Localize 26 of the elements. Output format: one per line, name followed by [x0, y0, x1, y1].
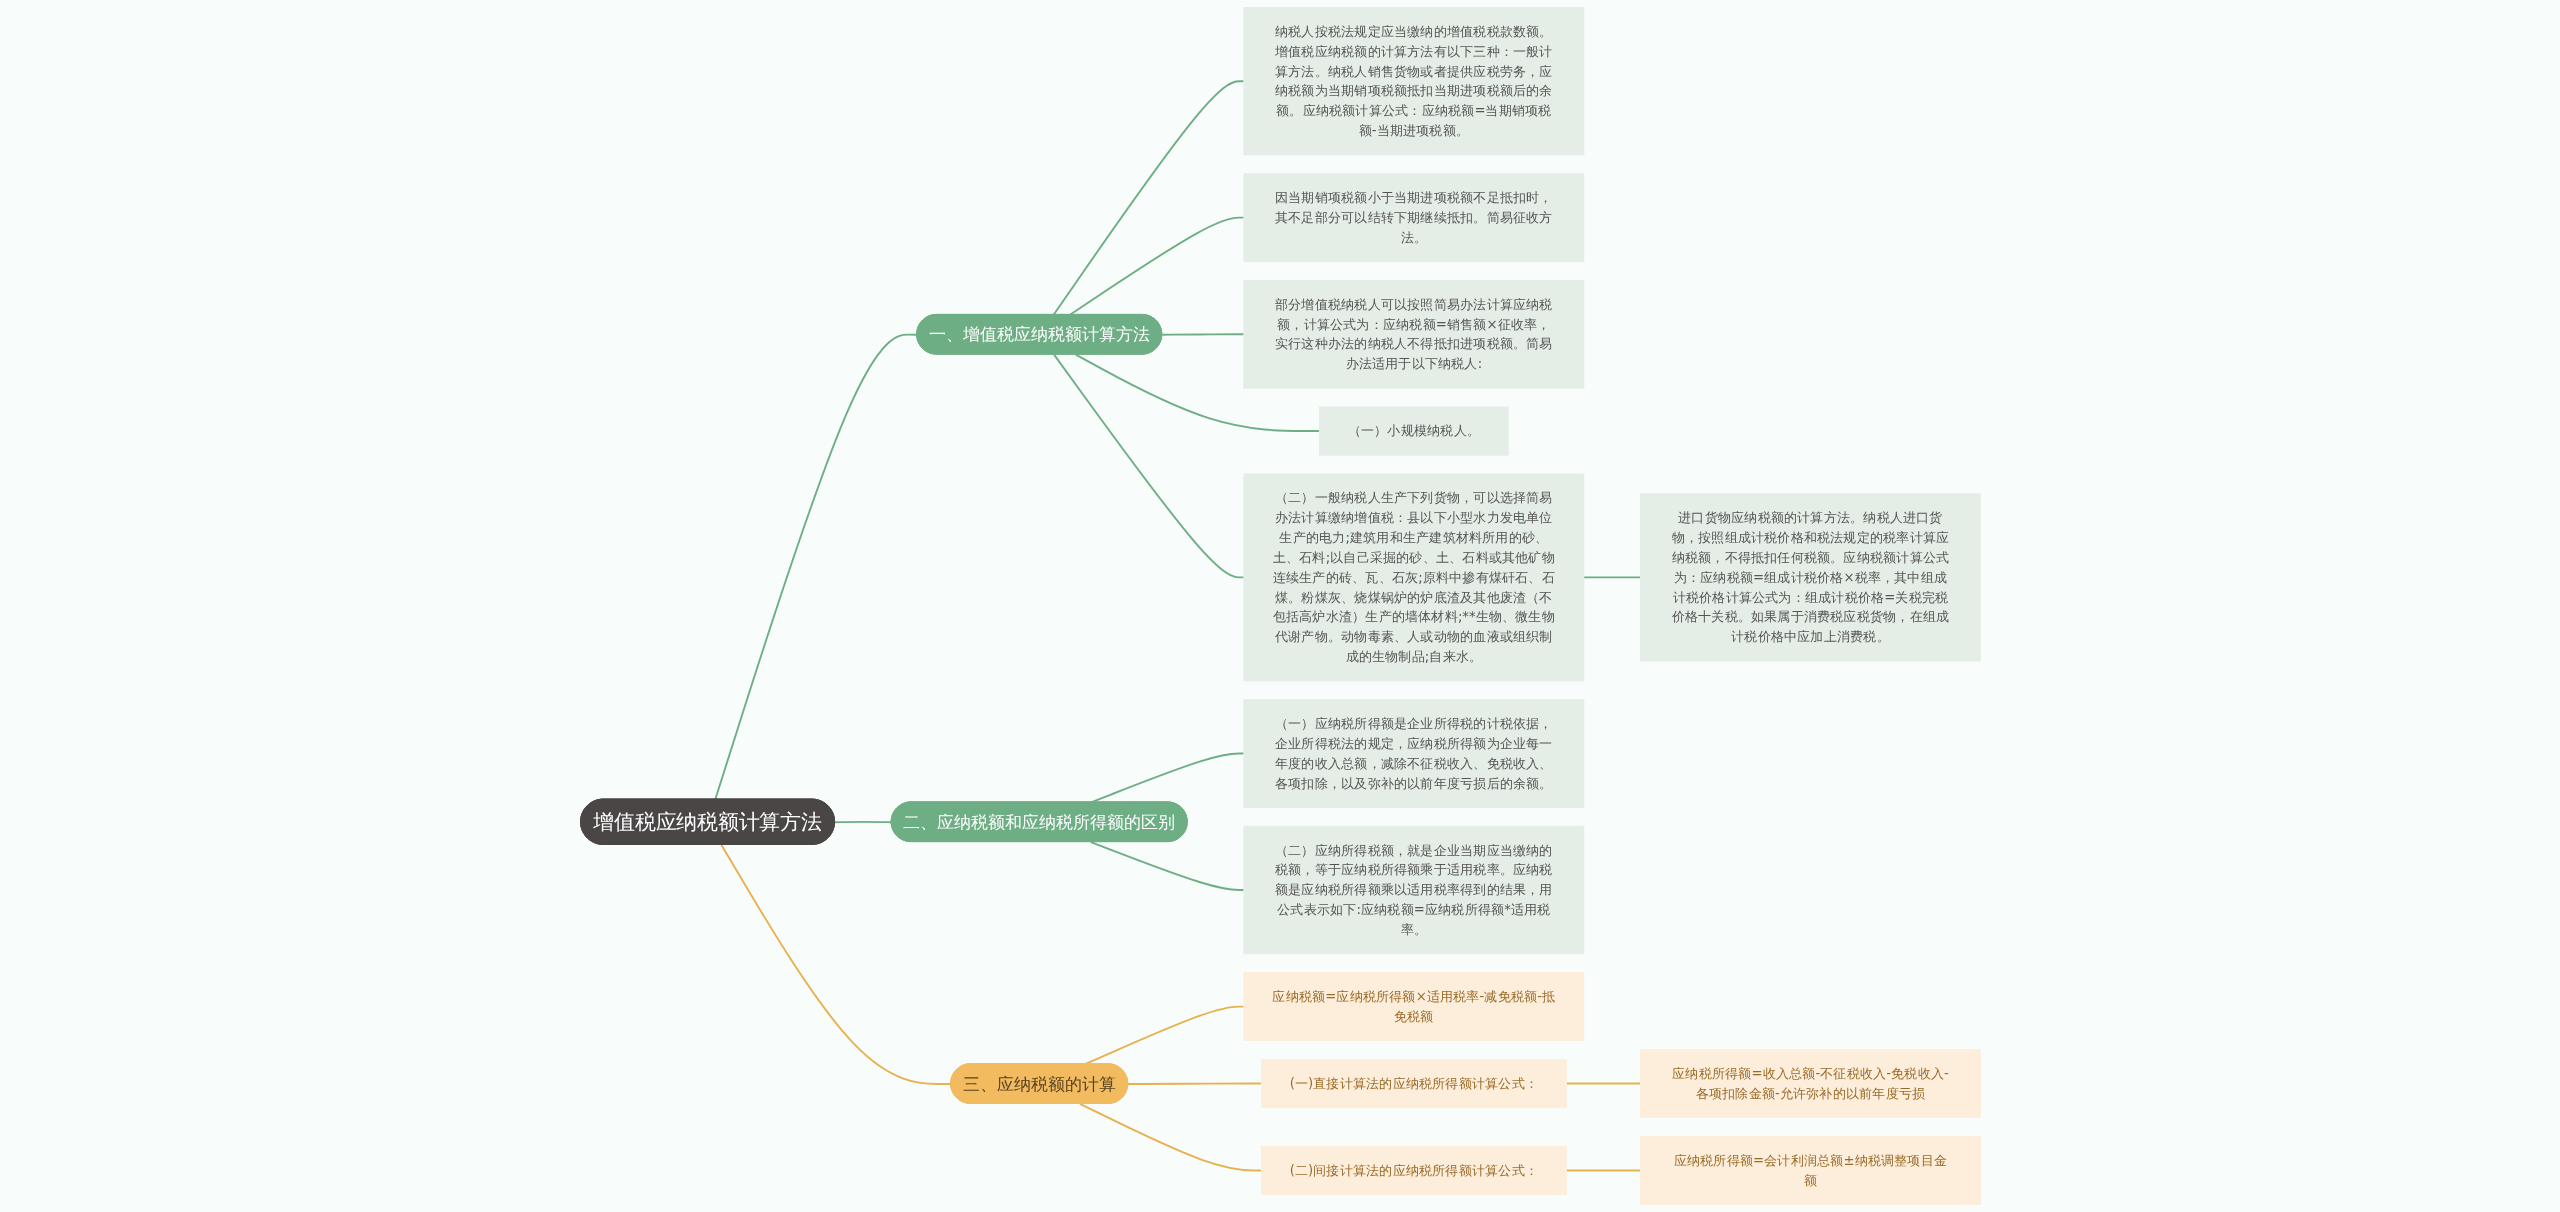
- node-box: 应纳税额=应纳税所得额×适用税率-减免税额-抵免税额: [1242, 972, 1584, 1042]
- connector: [1126, 1082, 1262, 1085]
- connector: [1564, 1082, 1641, 1085]
- connector: [720, 843, 952, 1085]
- node-box: (一)直接计算法的应纳税所得额计算公式：: [1260, 1059, 1567, 1109]
- node-box: 因当期销项税额小于当期进项税额不足抵扣时，其不足部分可以结转下期继续抵扣。简易征收方法。: [1242, 173, 1584, 263]
- connector: [713, 333, 918, 801]
- node-box: （二）应纳所得税额，就是企业当期应当缴纳的税额，等于应纳税所得额乘于适用税率。应纳税额是应纳税所得额乘以适用税率得到的结果，用公式表示如下:应纳税额=应纳税所得额*适用税率。: [1242, 825, 1584, 955]
- connector: [1160, 333, 1245, 336]
- connector: [1052, 80, 1245, 316]
- node-box: 进口货物应纳税额的计算方法。纳税人进口货物，按照组成计税价格和税法规定的税率计算应纳税额，不得抵扣任何税额。应纳税额计算公式为：应纳税额=组成计税价格×税率，其中组成计税价格计算公式为：组成计税价格=关税完税价格十关税。如果属于消费税应税货物，在组成计税价格中应加上消费税。: [1639, 493, 1981, 662]
- node-box: （二）一般纳税人生产下列货物，可以选择简易办法计算缴纳增值税：县以下小型水力发电单位生产的电力;建筑用和生产建筑材料所用的砂、土、石料;以自己采掘的砂、土、石料或其他矿物连续生产的砖、瓦、石灰;原料中掺有煤矸石、石煤。粉煤灰、烧煤锅炉的炉底渣及其他废渣（不包括高炉水渣）生产的墙体材料;**生物、微生物代谢产物。动物毒素、人或动物的血液或组织制成的生物制品;自来水。: [1242, 473, 1584, 682]
- connector: [1564, 1169, 1641, 1172]
- node-box: (二)间接计算法的应纳税所得额计算公式：: [1260, 1145, 1567, 1195]
- connector: [1089, 841, 1245, 891]
- connector: [1078, 1102, 1262, 1172]
- node-box: 部分增值税纳税人可以按照简易办法计算应纳税额，计算公式为：应纳税额=销售额×征收率，实行这种办法的纳税人不得抵扣进项税额。简易办法适用于以下纳税人:: [1242, 279, 1584, 389]
- node-box: 应纳税所得额=收入总额-不征税收入-免税收入-各项扣除金额-允许弥补的以前年度亏损: [1639, 1049, 1981, 1119]
- node-box: 应纳税所得额=会计利润总额±纳税调整项目金额: [1639, 1135, 1981, 1205]
- node-box: 纳税人按税法规定应当缴纳的增值税税款数额。增值税应纳税额的计算方法有以下三种：一般计算方法。纳税人销售货物或者提供应税劳务，应纳税额为当期销项税额抵扣当期进项税额后的余额。应纳税额计算公式：应纳税额=当期销项税额-当期进项税额。: [1242, 7, 1584, 156]
- node-box: （一）小规模纳税人。: [1318, 406, 1509, 456]
- connector: [1068, 216, 1245, 316]
- connector: [1052, 353, 1245, 579]
- connector: [1074, 353, 1320, 432]
- node-box: （一）应纳税所得额是企业所得税的计税依据，企业所得税法的规定，应纳税所得额为企业每一年度的收入总额，减除不征税收入、免税收入、各项扣除，以及弥补的以前年度亏损后的余额。: [1242, 699, 1584, 808]
- connector: [1582, 576, 1641, 579]
